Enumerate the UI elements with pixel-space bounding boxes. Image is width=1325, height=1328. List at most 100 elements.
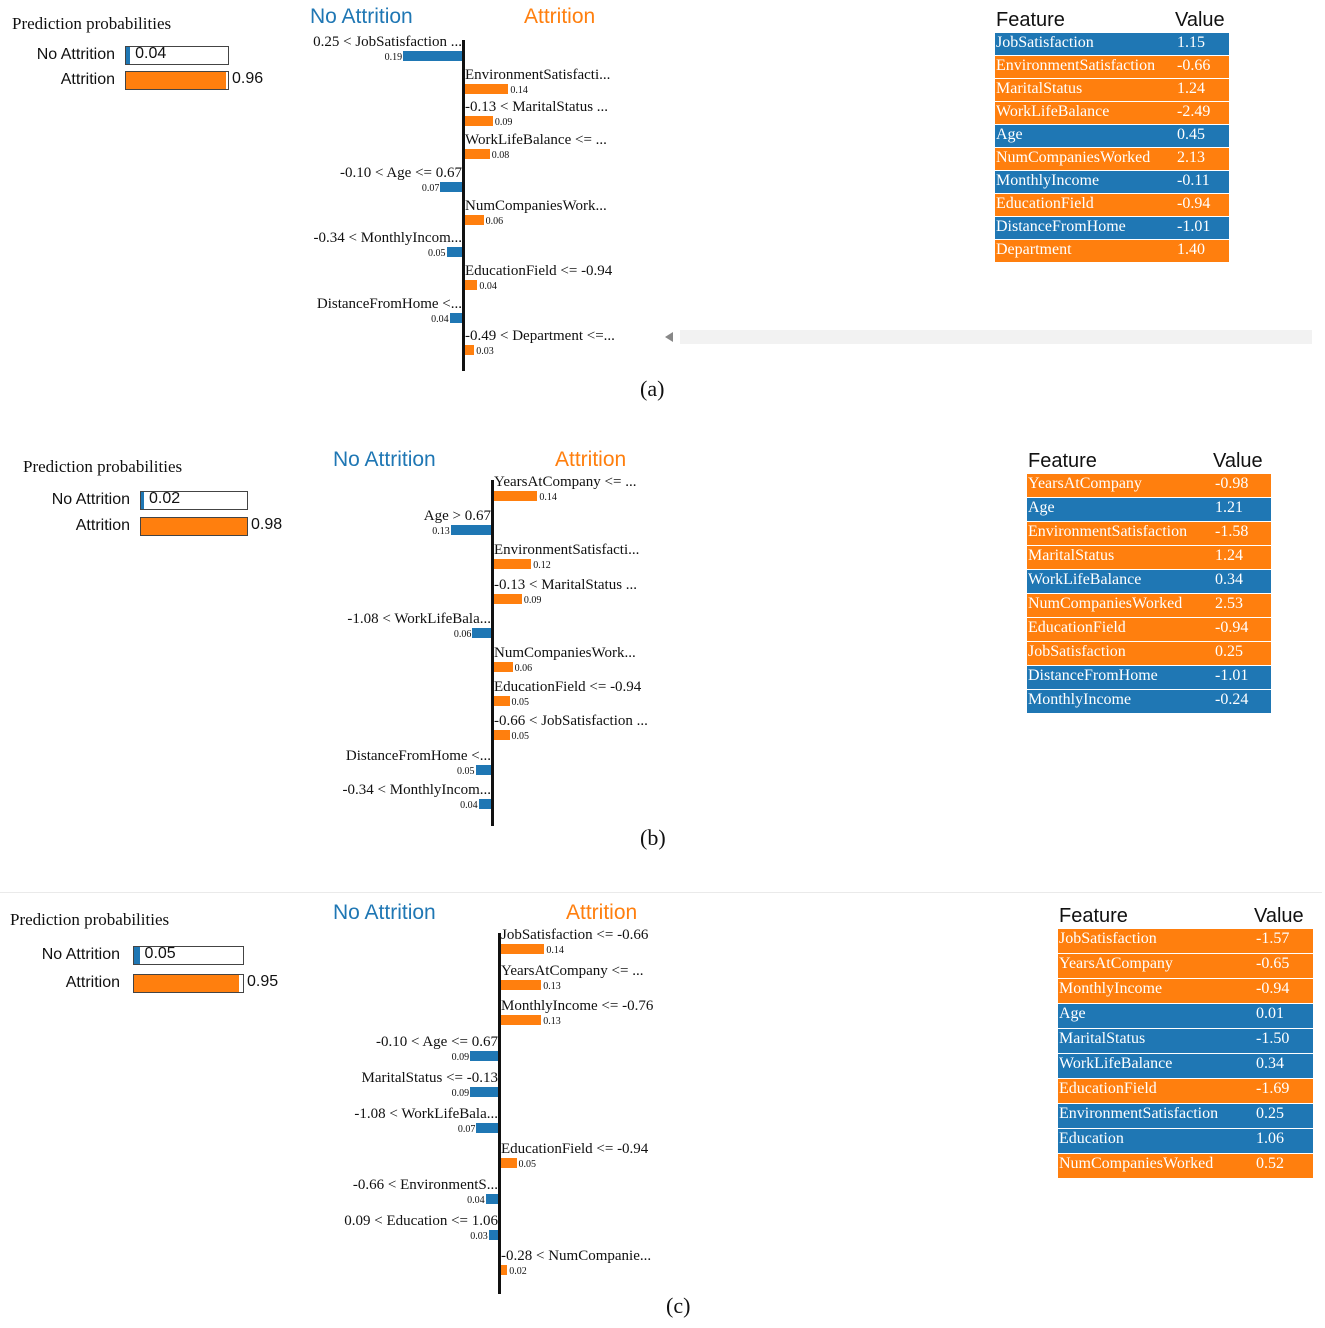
scroll-left-arrow-icon[interactable] [665, 332, 673, 342]
table-cell-feature: DistanceFromHome [1028, 667, 1158, 684]
table-row: MaritalStatus-1.50 [1058, 1029, 1313, 1054]
probability-label: Attrition [65, 974, 120, 991]
feature-bar [465, 214, 484, 225]
feature-weight: 0.02 [509, 1266, 527, 1278]
feature-bar [470, 1086, 498, 1097]
feature-weight: 0.05 [457, 765, 475, 777]
probability-fill [134, 975, 240, 992]
probability-fill [141, 492, 144, 509]
feature-weight: 0.19 [384, 52, 403, 63]
table-cell-value: 2.53 [1215, 595, 1243, 612]
feature-bar [494, 491, 538, 501]
table-cell-value: 2.13 [1177, 149, 1205, 166]
feature-label: JobSatisfaction <= -0.66 [501, 927, 649, 943]
feature-weight: 0.06 [485, 215, 504, 227]
feature-weight: 0.13 [432, 526, 450, 538]
feature-bar [501, 1265, 508, 1276]
table-cell-value: 0.52 [1256, 1155, 1284, 1172]
table-header-value: Value [1213, 450, 1263, 472]
table-cell-value: -0.98 [1215, 475, 1249, 492]
feature-weight: 0.12 [533, 560, 551, 572]
table-row: Education 1.06 [1058, 1129, 1313, 1154]
feature-weight: 0.09 [451, 1087, 470, 1099]
feature-bar [488, 1229, 498, 1240]
horizontal-scrollbar[interactable] [680, 330, 1312, 344]
table-row: EducationField -0.94 [995, 194, 1229, 217]
table-cell-feature: YearsAtCompany [1059, 955, 1173, 972]
feature-weight: 0.07 [421, 182, 440, 194]
feature-bar [403, 51, 462, 61]
feature-label: EducationField <= -0.94 [501, 1141, 649, 1158]
table-cell-feature: JobSatisfaction [1059, 930, 1157, 947]
feature-weight: 0.14 [546, 945, 564, 956]
table-cell-feature: MaritalStatus [996, 80, 1083, 97]
feature-weight: 0.09 [451, 1052, 470, 1064]
feature-weight: 0.14 [539, 492, 557, 503]
table-cell-value: -1.58 [1215, 523, 1249, 540]
feature-bar [475, 764, 491, 775]
table-cell-feature: WorkLifeBalance [996, 103, 1110, 120]
prediction-title: Prediction probabilities [12, 14, 172, 33]
table-cell-value: 0.34 [1256, 1055, 1284, 1072]
panel-caption: (c) [666, 1293, 691, 1318]
feature-bar [478, 798, 491, 809]
table-cell-feature: NumCompaniesWorked [1059, 1155, 1214, 1172]
probability-label: Attrition [60, 71, 115, 88]
feature-bar [494, 696, 510, 707]
feature-label: EnvironmentSatisfacti... [494, 542, 640, 559]
table-row: WorkLifeBalance-2.49 [995, 102, 1229, 125]
feature-weight: 0.07 [457, 1123, 476, 1135]
table-cell-feature: MaritalStatus [1059, 1030, 1146, 1047]
table-cell-value: -0.94 [1177, 195, 1211, 212]
table-cell-feature: Education [1059, 1130, 1124, 1147]
feature-bar [501, 944, 545, 954]
table-row: DistanceFromHome-1.01 [1027, 666, 1271, 690]
table-header-value: Value [1175, 9, 1225, 31]
feature-weight: 0.05 [511, 697, 530, 709]
feature-label: MonthlyIncome <= -0.76 [501, 998, 654, 1015]
table-cell-feature: Age [1059, 1005, 1086, 1022]
feature-bar [450, 525, 491, 536]
probability-bar [140, 517, 248, 536]
table-cell-value: 1.06 [1256, 1130, 1284, 1147]
table-cell-value: 1.24 [1177, 80, 1205, 97]
probability-value: 0.05 [144, 945, 176, 962]
feature-label: -0.66 < JobSatisfaction ... [494, 713, 648, 730]
table-cell-feature: WorkLifeBalance [1059, 1055, 1173, 1072]
table-cell-value: -0.66 [1177, 57, 1211, 74]
feature-weight: 0.14 [510, 84, 528, 96]
table-cell-feature: NumCompaniesWorked [1028, 595, 1183, 612]
probability-value: 0.04 [135, 45, 167, 62]
table-row: EducationField-1.69 [1058, 1079, 1313, 1104]
feature-bar [446, 247, 462, 258]
table-cell-value: -1.57 [1256, 930, 1290, 947]
feature-weight: 0.04 [467, 1194, 485, 1206]
panel-caption: (b) [640, 825, 666, 850]
class-label-no-attrition: No Attrition [310, 5, 413, 28]
feature-weight: 0.06 [514, 663, 533, 674]
table-header-feature: Feature [1059, 905, 1128, 927]
feature-weight: 0.04 [431, 313, 449, 325]
table-cell-feature: EducationField [1028, 619, 1126, 636]
table-cell-feature: EducationField [996, 195, 1094, 212]
feature-label: -0.13 < MaritalStatus ... [465, 99, 609, 116]
feature-label: -0.13 < MaritalStatus ... [494, 576, 638, 593]
table-cell-feature: NumCompaniesWorked [996, 149, 1151, 166]
feature-bar [494, 559, 532, 570]
feature-bar [470, 1051, 498, 1062]
feature-bar [501, 1015, 542, 1026]
probability-value: 0.96 [232, 70, 264, 87]
feature-label: MaritalStatus <= -0.13 [361, 1069, 499, 1086]
feature-bar [501, 979, 542, 990]
feature-weight: 0.06 [453, 628, 472, 640]
feature-label: -0.34 < MonthlyIncom... [342, 781, 491, 798]
table-row: MaritalStatus 1.24 [995, 79, 1229, 102]
table-cell-feature: YearsAtCompany [1028, 475, 1142, 492]
